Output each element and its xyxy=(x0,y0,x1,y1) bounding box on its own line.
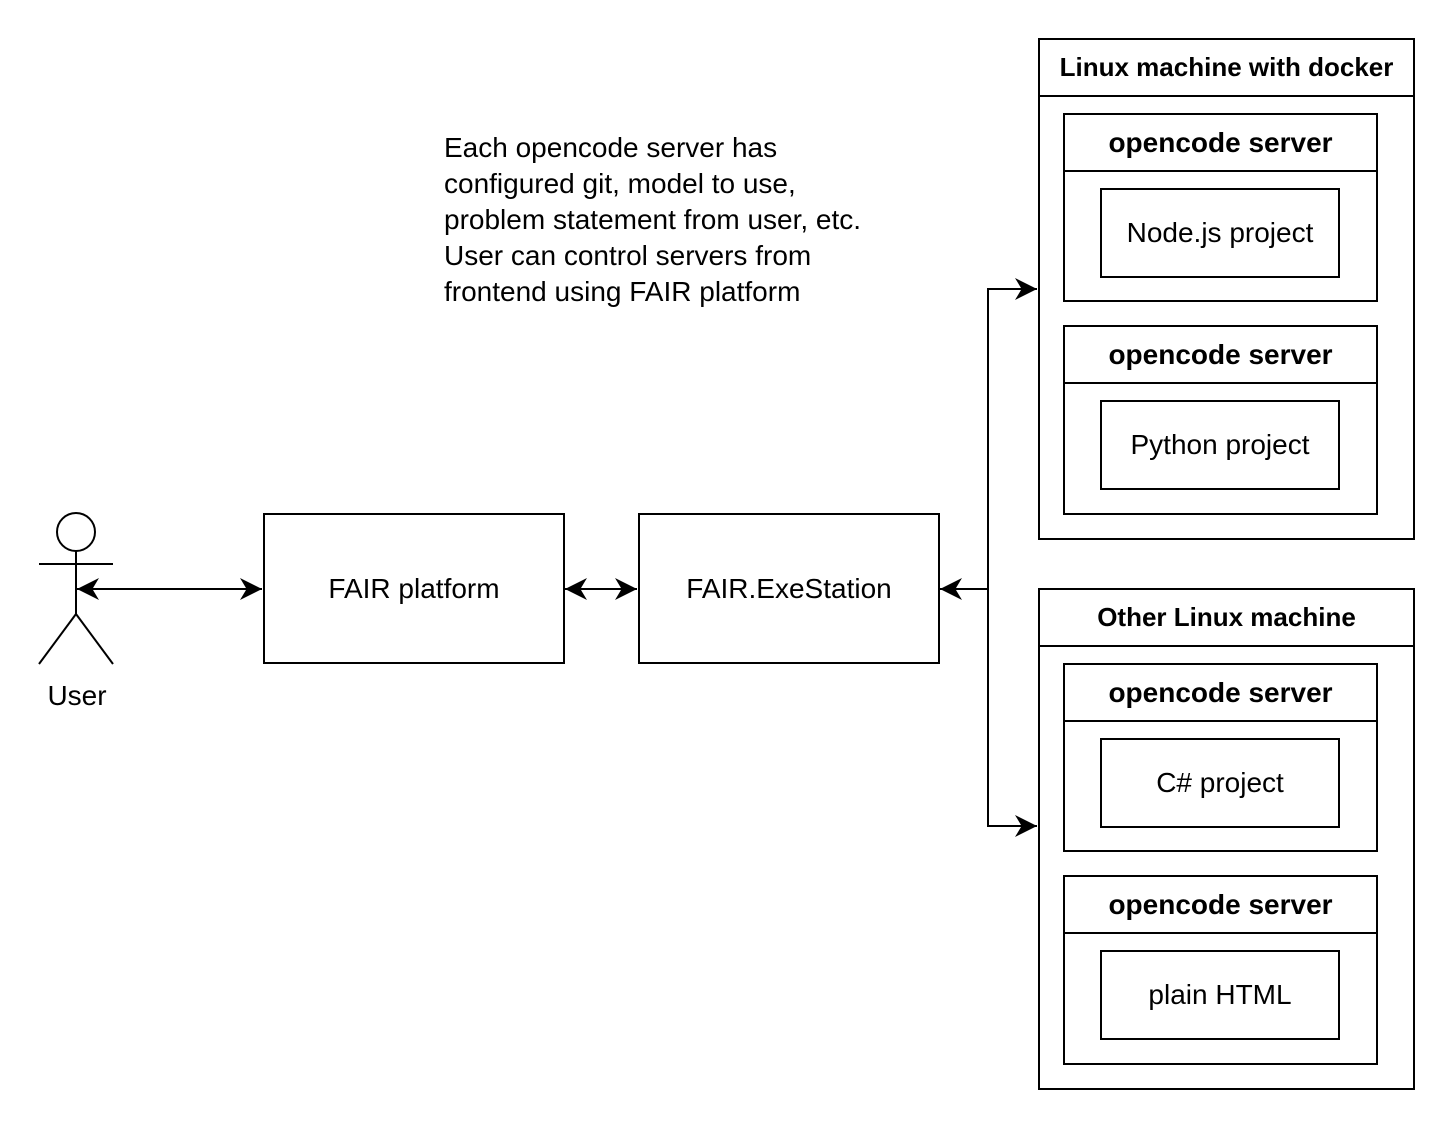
opencode-server-title: opencode server xyxy=(1065,877,1376,934)
opencode-server-title: opencode server xyxy=(1065,327,1376,384)
annotation-note: Each opencode server has configured git,… xyxy=(444,132,862,307)
exestation-node[interactable]: FAIR.ExeStation xyxy=(638,513,940,664)
user-label: User xyxy=(47,680,107,711)
plain-html-project-node[interactable]: plain HTML xyxy=(1100,950,1340,1040)
opencode-server-title: opencode server xyxy=(1065,115,1376,172)
other-machine-title: Other Linux machine xyxy=(1040,590,1413,647)
exestation-other-machine-edge xyxy=(987,589,1037,837)
nodejs-project-node[interactable]: Node.js project xyxy=(1100,188,1340,278)
opencode-server-title: opencode server xyxy=(1065,665,1376,722)
docker-machine-title: Linux machine with docker xyxy=(1040,40,1413,97)
python-project-node[interactable]: Python project xyxy=(1100,400,1340,490)
fair-platform-node[interactable]: FAIR platform xyxy=(263,513,565,664)
exestation-docker-machine-edge xyxy=(987,278,1037,589)
csharp-project-node[interactable]: C# project xyxy=(1100,738,1340,828)
user-actor-icon xyxy=(38,512,114,665)
